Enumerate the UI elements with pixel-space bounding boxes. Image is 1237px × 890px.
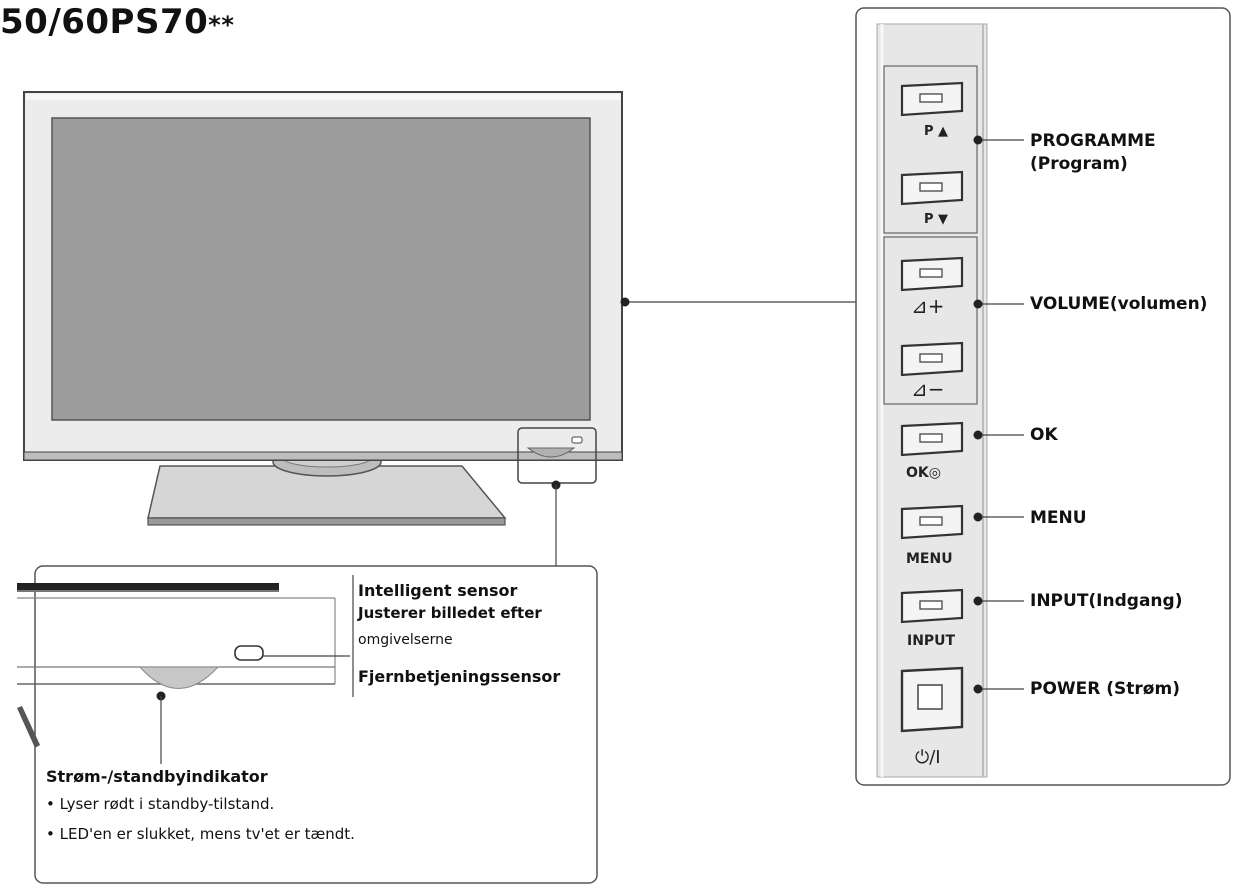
detail-connector	[551, 480, 561, 566]
power-button[interactable]	[900, 666, 964, 733]
adjust-label-line2: omgivelserne	[358, 632, 453, 648]
p-up-button[interactable]	[900, 81, 964, 117]
menu-button[interactable]	[900, 504, 964, 540]
tv-screen	[51, 117, 591, 421]
bullet-item-2: • LED'en er slukket, mens tv'et er tændt…	[46, 825, 355, 843]
side-connector	[620, 297, 862, 307]
power-callout: POWER (Strøm)	[1030, 679, 1180, 699]
ok-callout: OK	[1030, 425, 1058, 445]
ok-button[interactable]	[900, 421, 964, 457]
remote-sensor-label: Fjernbetjeningssensor	[358, 667, 561, 686]
programme-callout-sub: (Program)	[1030, 154, 1128, 174]
callout-leaders	[973, 135, 1024, 694]
volume-up-button[interactable]	[900, 256, 964, 292]
bullet-text-2: LED'en er slukket, mens tv'et er tændt.	[59, 825, 355, 843]
adjust-label-line1: Justerer billedet efter	[358, 604, 542, 622]
p-down-label: P ▼	[924, 212, 948, 227]
input-label: INPUT	[907, 633, 956, 649]
programme-callout: PROGRAMME	[1030, 131, 1156, 151]
p-down-button[interactable]	[900, 170, 964, 206]
side-buttons	[900, 81, 964, 733]
model-title-suffix: **	[208, 11, 235, 39]
input-button[interactable]	[900, 588, 964, 624]
detail-panel	[17, 565, 598, 884]
bullet-item-1: • Lyser rødt i standby-tilstand.	[46, 795, 275, 813]
tv-body	[23, 91, 623, 484]
intelligent-sensor-label: Intelligent sensor	[358, 581, 518, 600]
model-title: 50/60PS70**	[0, 2, 234, 42]
menu-label: MENU	[906, 551, 953, 567]
volume-down-button[interactable]	[900, 341, 964, 377]
model-title-main: 50/60PS70	[0, 2, 209, 42]
volume-up-label: ⊿+	[911, 294, 945, 318]
power-label: ⏻/I	[915, 747, 941, 768]
volume-down-label: ⊿−	[911, 377, 945, 401]
bullet-text-1: Lyser rødt i standby-tilstand.	[59, 795, 275, 813]
input-callout: INPUT(Indgang)	[1030, 591, 1183, 611]
volume-callout: VOLUME(volumen)	[1030, 294, 1208, 314]
menu-callout: MENU	[1030, 508, 1087, 528]
ok-label: OK◎	[906, 465, 941, 481]
p-up-label: P ▲	[924, 124, 948, 139]
power-indicator-label: Strøm-/standbyindikator	[46, 767, 268, 786]
